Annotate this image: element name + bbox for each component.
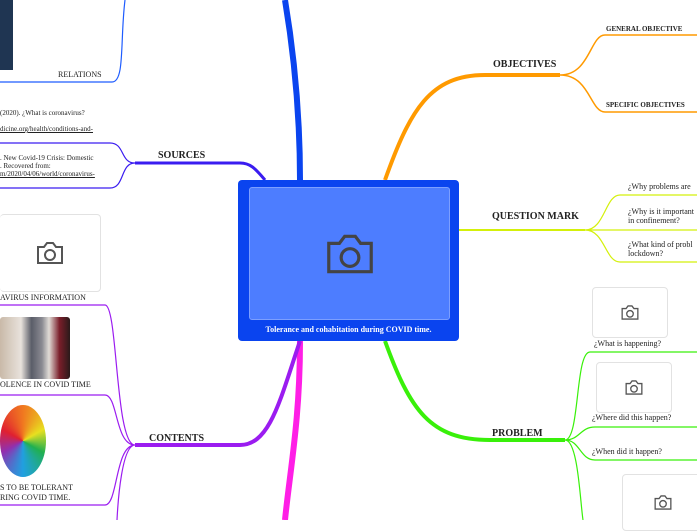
question-1[interactable]: ¿Why problems are: [628, 182, 691, 191]
camera-icon: [625, 380, 643, 395]
central-image: [249, 187, 450, 320]
problem-where[interactable]: ¿Where did this happen?: [592, 413, 672, 422]
problem-topic[interactable]: PROBLEM: [492, 428, 543, 439]
question-3-line1[interactable]: ¿What kind of probl: [628, 240, 693, 249]
question-2-line2[interactable]: in confinement?: [628, 216, 680, 225]
problem-when[interactable]: ¿When did it happen?: [592, 447, 662, 456]
general-objective[interactable]: GENERAL OBJECTIVE: [606, 25, 683, 33]
colorful-puzzle-image: [0, 405, 46, 477]
what-image: [592, 287, 668, 338]
question-2-line1[interactable]: ¿Why is it important: [628, 207, 694, 216]
contents-topic[interactable]: CONTENTS: [149, 433, 205, 444]
sources-topic[interactable]: SOURCES: [158, 150, 206, 161]
central-topic[interactable]: Tolerance and cohabitation during COVID …: [238, 180, 459, 341]
content-item-violence[interactable]: OLENCE IN COVID TIME: [0, 380, 91, 389]
relations-image: [0, 0, 13, 70]
central-title: Tolerance and cohabitation during COVID …: [265, 325, 432, 334]
connector-lines: [0, 0, 697, 520]
content-item-tolerant-1[interactable]: S TO BE TOLERANT: [0, 483, 73, 492]
question-mark-topic[interactable]: QUESTION MARK: [492, 211, 579, 222]
source-2-line2: . Recovered from:: [0, 162, 51, 170]
source-2-link[interactable]: m/2020/04/06/world/coronavirus-: [0, 170, 95, 178]
content-item-tolerant-2[interactable]: RING COVID TIME.: [0, 493, 71, 502]
objectives-topic[interactable]: OBJECTIVES: [493, 59, 557, 70]
violence-photo: [0, 317, 70, 379]
source-1-link[interactable]: dicine.org/health/conditions-and-: [0, 125, 93, 133]
camera-icon: [621, 305, 639, 320]
question-3-line2[interactable]: lockdown?: [628, 249, 664, 258]
source-1-line1: (2020). ¿What is coronavirus?: [0, 109, 85, 117]
where-image: [596, 362, 672, 413]
problem-what[interactable]: ¿What is happening?: [594, 339, 662, 348]
source-2-line1: . New Covid-19 Crisis: Domestic: [0, 154, 94, 162]
camera-icon: [654, 495, 672, 510]
relations-label: RELATIONS: [58, 70, 102, 79]
specific-objectives[interactable]: SPECIFIC OBJECTIVES: [606, 101, 685, 109]
camera-icon: [37, 242, 63, 264]
problem-image: [622, 474, 697, 531]
coronavirus-info-image: [0, 214, 101, 292]
camera-icon: [326, 234, 373, 273]
content-item-coronavirus[interactable]: AVIRUS INFORMATION: [0, 293, 86, 302]
